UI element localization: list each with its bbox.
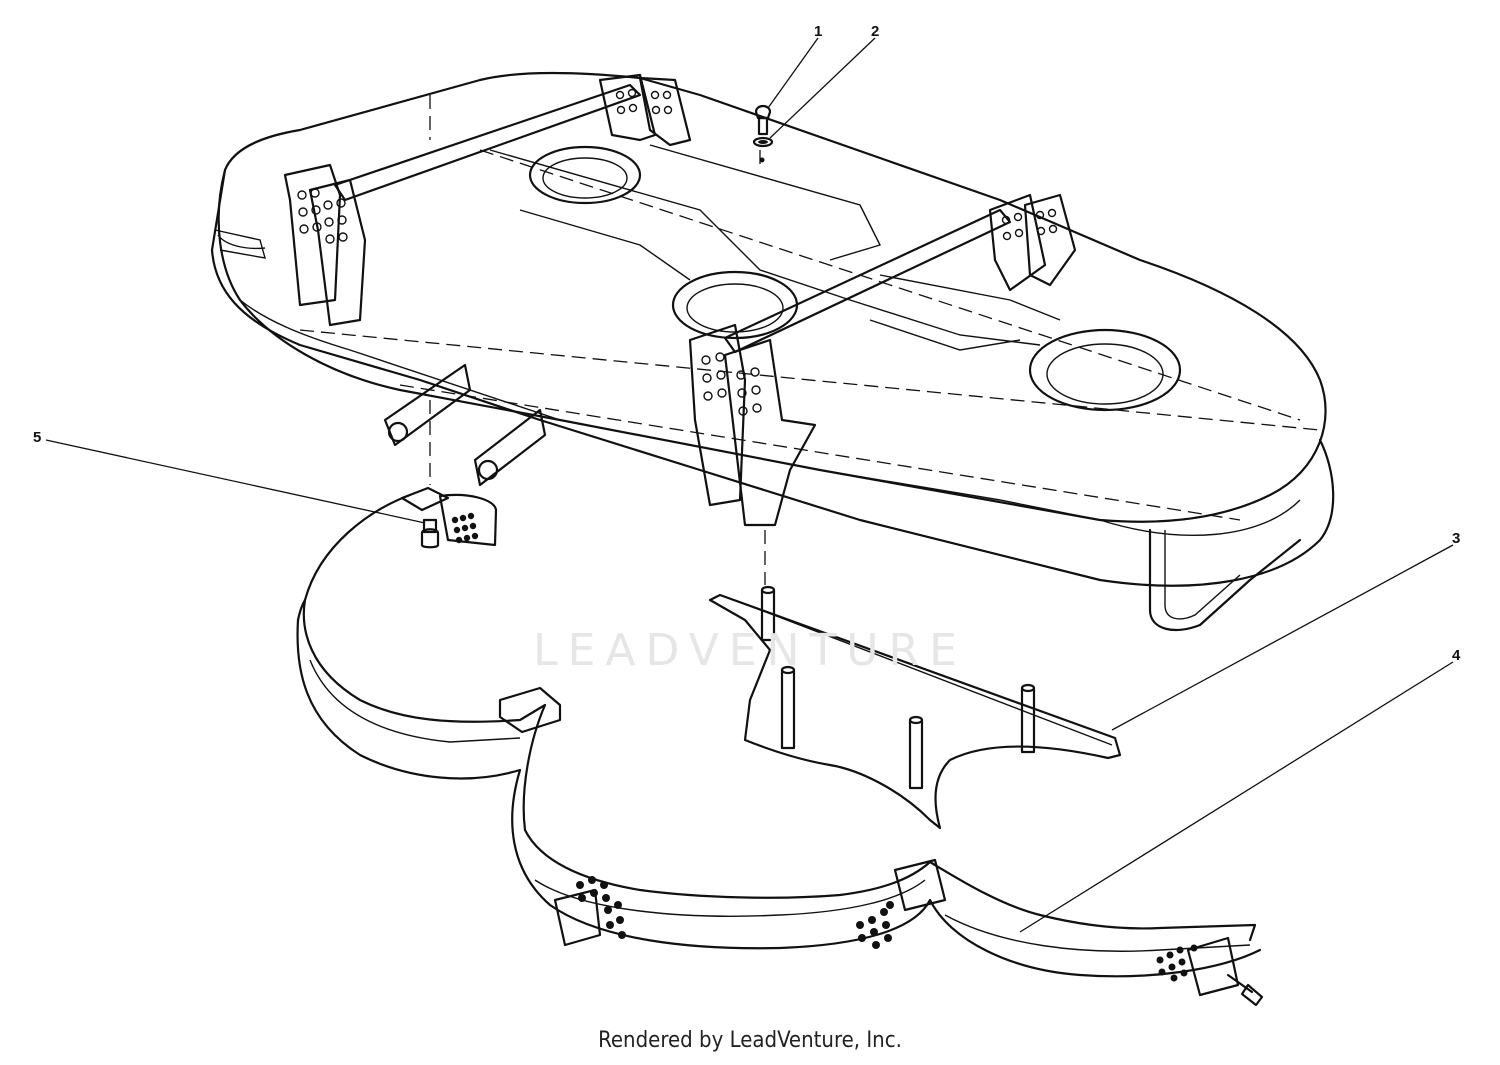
watermark-text: LEADVENTURE (533, 625, 967, 676)
part-5-bolt[interactable] (420, 518, 440, 549)
part-1-bolt[interactable] (754, 104, 772, 136)
band-perforations (451, 512, 1198, 982)
callout-1[interactable]: 1 (814, 23, 822, 40)
callout-5[interactable]: 5 (33, 429, 41, 446)
mower-deck (210, 71, 1335, 632)
callout-labels: 1 2 3 4 5 (33, 23, 1461, 664)
callout-leaders (45, 37, 1454, 933)
part-3-baffle-plate[interactable] (708, 585, 1122, 830)
callout-3[interactable]: 3 (1452, 530, 1460, 547)
bracket-holes (297, 88, 1058, 416)
callout-4[interactable]: 4 (1452, 647, 1461, 664)
part-2-washer[interactable] (752, 136, 774, 148)
callout-2[interactable]: 2 (871, 23, 879, 40)
footer-credit: Rendered by LeadVenture, Inc. (598, 1028, 902, 1053)
